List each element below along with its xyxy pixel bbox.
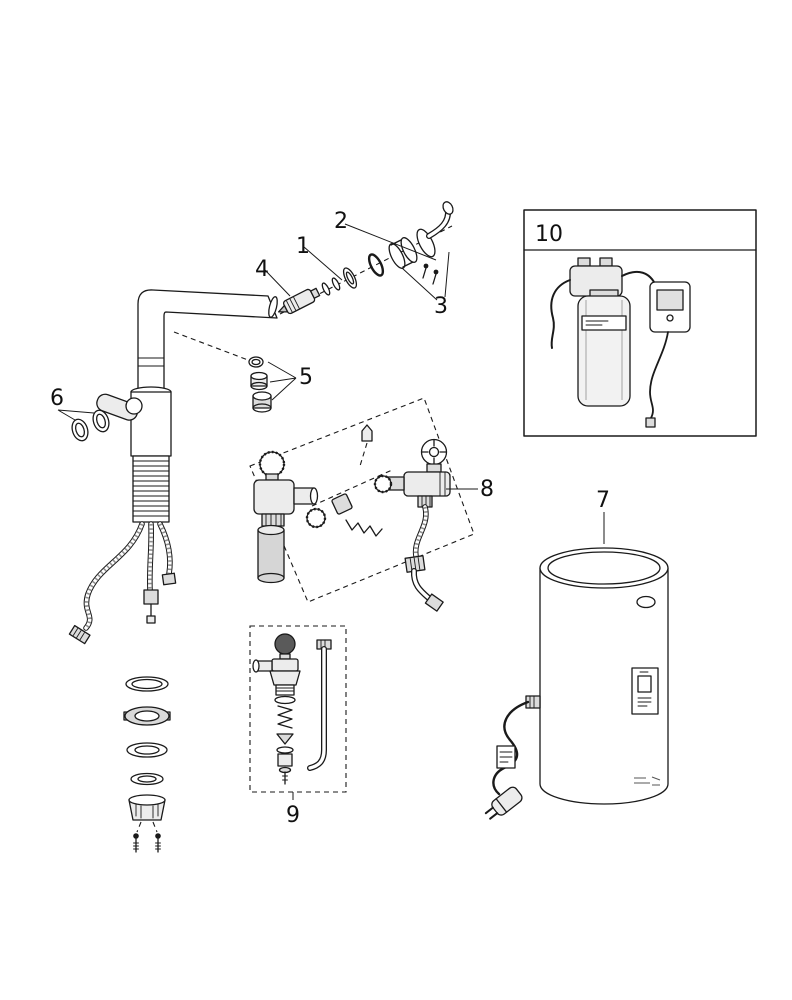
safety-valve-group (249, 625, 347, 793)
mounting-horseshoe (123, 706, 171, 726)
mounting-nut (128, 794, 166, 821)
kit-outline-9 (249, 625, 347, 793)
o-ring (71, 418, 89, 442)
callout-4: 4 (255, 257, 269, 282)
screw-leader-lines (136, 821, 158, 833)
hose-bolt-fitting (68, 624, 91, 645)
swivel-ring-lines (137, 357, 165, 367)
faucet-spout (137, 289, 278, 393)
small-ring (321, 282, 331, 296)
kit-outline-8 (249, 397, 475, 603)
valve-braided-hose (412, 504, 429, 559)
faucet-assembly (68, 289, 278, 853)
aerator-exploded-group (277, 201, 454, 315)
braided-hose-right (157, 521, 177, 586)
tank-sticker (631, 667, 659, 715)
safety-valve (252, 633, 301, 696)
callout-3: 3 (434, 294, 448, 319)
mounting-screw-right (155, 833, 161, 853)
leader-1 (303, 246, 343, 281)
spout-end-piece (416, 201, 454, 258)
ribbed-shank-ribs (132, 460, 170, 517)
tee-fitting (253, 450, 319, 527)
filter-system-box (523, 209, 757, 437)
bearing-ring (248, 356, 264, 368)
hose-nut (404, 555, 426, 573)
seal-o-ring (367, 253, 385, 277)
callout-6: 6 (50, 386, 64, 411)
hose-tip (146, 615, 156, 624)
handle-boss (125, 397, 143, 415)
shutoff-valve (373, 438, 451, 508)
callout-1: 1 (296, 234, 310, 259)
handle-lever (96, 393, 139, 421)
power-cord (484, 695, 541, 820)
bearing-sleeve-upper (250, 371, 268, 391)
box-frame (523, 209, 757, 437)
explode-axis-5 (173, 331, 249, 361)
valve-internals (274, 695, 296, 785)
hose-connector (143, 589, 159, 605)
mounting-screw-left (133, 833, 139, 853)
callout-2: 2 (334, 209, 348, 234)
bearing-sleeve-lower (252, 391, 272, 413)
spring (345, 519, 383, 537)
callout-8: 8 (480, 477, 494, 502)
body-o-rings-group (71, 409, 110, 442)
callout-5: 5 (299, 365, 313, 390)
callout-10: 10 (535, 222, 563, 247)
tank-logo-marks (634, 776, 661, 786)
spout-bearing-group (173, 331, 272, 413)
tank-body (539, 567, 669, 805)
callouts: 1 2 3 4 5 6 7 8 9 10 (50, 209, 610, 828)
filter-inlet-hose (550, 279, 571, 349)
adapter-fitting (331, 493, 353, 515)
standpipe (257, 524, 285, 584)
hose-fitting (161, 572, 177, 586)
overflow-pipe (307, 639, 332, 771)
callout-9: 9 (286, 803, 300, 828)
leader-4 (264, 269, 291, 297)
filter-connection-kit (249, 397, 475, 612)
mousseur-cartridge (277, 287, 321, 315)
controller-cable (645, 331, 669, 428)
leader-5 (267, 361, 297, 401)
filter-cartridge (577, 289, 631, 407)
callout-7: 7 (596, 488, 610, 513)
braided-hose-left (68, 521, 145, 645)
cap-screw (422, 263, 439, 285)
leader-6 (57, 409, 95, 421)
mousseur-washer (342, 267, 358, 289)
mounting-hardware-stack (123, 676, 171, 853)
braided-hose-center (143, 521, 159, 624)
spout-tip-face (268, 296, 278, 318)
mounting-clip (359, 424, 373, 467)
boiler-tank (484, 547, 669, 820)
tank-badge (636, 595, 656, 609)
cord-tag (496, 745, 516, 769)
knurled-nut (305, 507, 327, 529)
leader-3 (401, 251, 450, 301)
tank-top-rim (547, 551, 661, 585)
bent-pipe (410, 568, 444, 612)
small-ring (331, 277, 341, 291)
leader-2 (344, 223, 437, 261)
power-plug (484, 786, 523, 820)
filter-controller (649, 281, 691, 333)
chrome-sleeve (388, 237, 418, 269)
